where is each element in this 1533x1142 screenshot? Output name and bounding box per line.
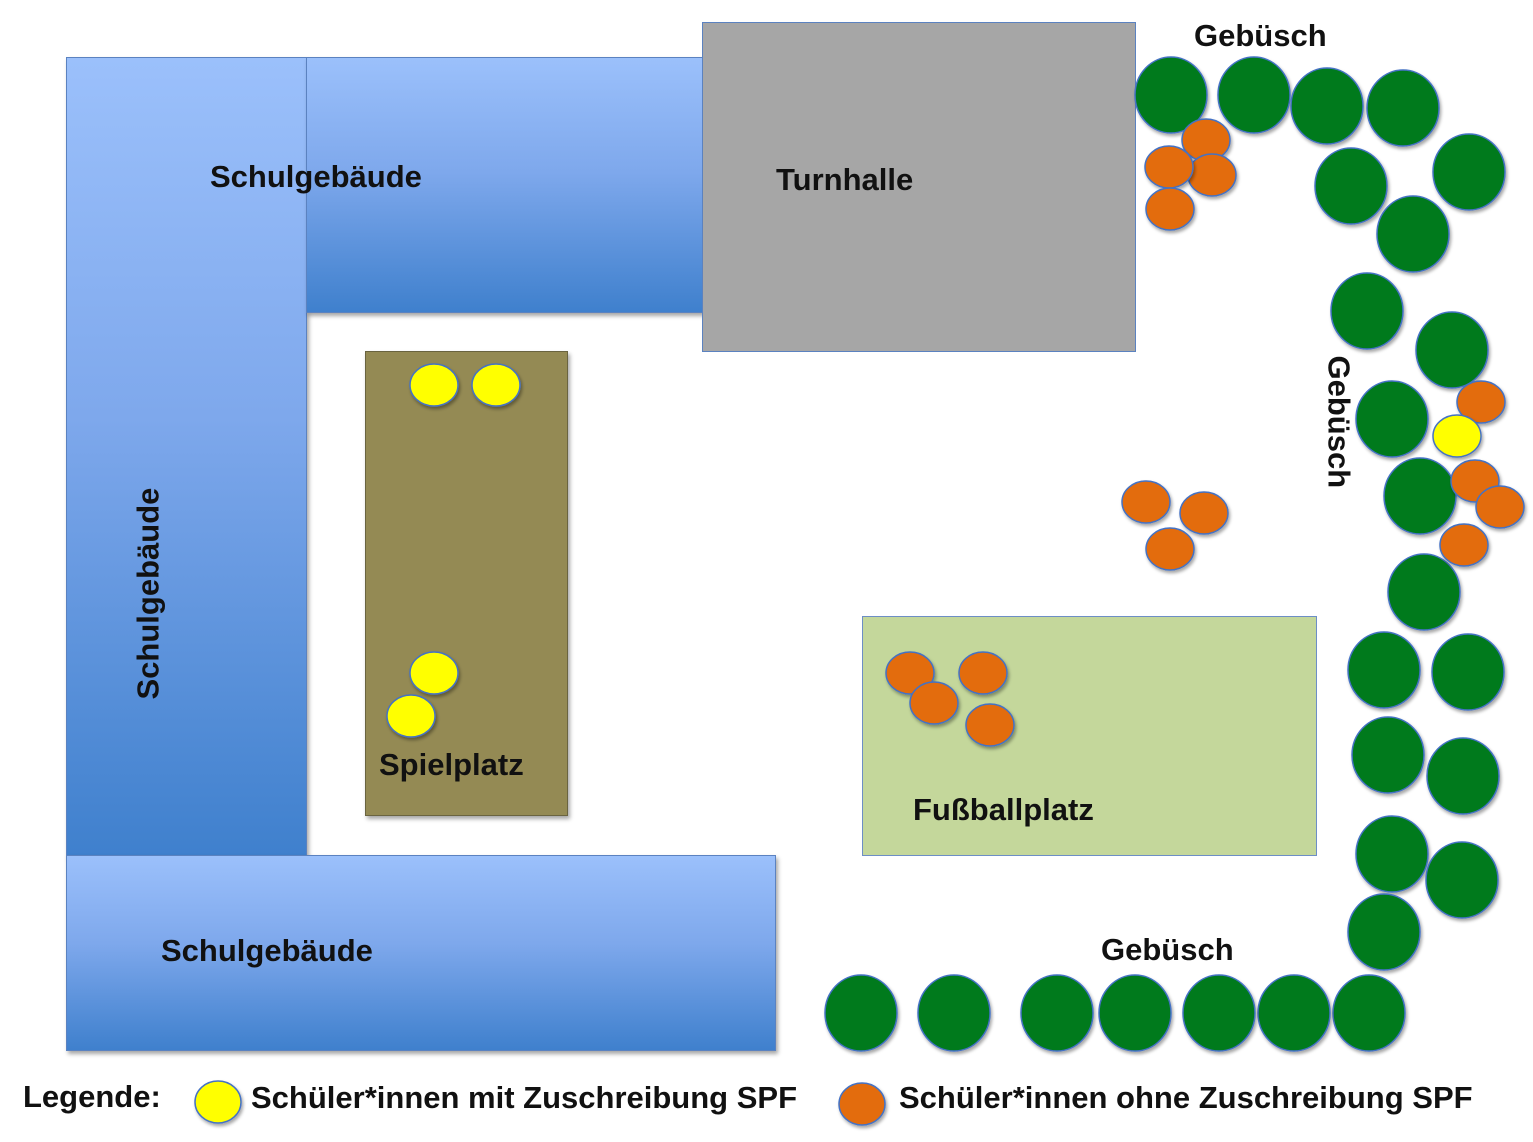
legend-markers xyxy=(194,1080,886,1126)
football-field-area xyxy=(862,616,1317,856)
student-without-spf xyxy=(1144,145,1194,189)
student-without-spf xyxy=(958,651,1008,695)
student-with-spf xyxy=(409,363,459,407)
bush xyxy=(1290,67,1364,145)
football-field-label: Fußballplatz xyxy=(913,792,1094,827)
legend-with-spf-label: Schüler*innen mit Zuschreibung SPF xyxy=(251,1080,798,1115)
bush xyxy=(1355,380,1429,458)
school-building-bottom xyxy=(66,855,776,1051)
bush xyxy=(1387,553,1461,631)
student-without-spf xyxy=(909,681,959,725)
bush xyxy=(1355,815,1429,893)
student-without-spf xyxy=(1179,491,1229,535)
student-with-spf xyxy=(1432,414,1482,458)
bush xyxy=(1347,631,1421,709)
legend-without-spf-label: Schüler*innen ohne Zuschreibung SPF xyxy=(899,1080,1473,1115)
student-without-spf xyxy=(965,703,1015,747)
student-with-spf xyxy=(386,694,436,738)
student-without-spf xyxy=(1187,153,1237,197)
legend-title: Legende: xyxy=(23,1079,161,1114)
legend-without-spf-marker xyxy=(838,1082,886,1126)
student-without-spf xyxy=(1121,480,1171,524)
school-building-left xyxy=(66,57,307,857)
bush xyxy=(1020,974,1094,1052)
student-group xyxy=(386,118,1525,747)
student-without-spf xyxy=(1439,523,1489,567)
bush xyxy=(1182,974,1256,1052)
bush xyxy=(1426,737,1500,815)
bush xyxy=(1134,56,1208,134)
bush xyxy=(1257,974,1331,1052)
bush-right-label: Gebüsch xyxy=(1321,355,1357,489)
bush xyxy=(1383,457,1457,535)
bush xyxy=(1330,272,1404,350)
bush-top-label: Gebüsch xyxy=(1194,18,1327,53)
bush xyxy=(1425,841,1499,919)
student-without-spf xyxy=(1145,527,1195,571)
bush xyxy=(1347,893,1421,971)
gym-label: Turnhalle xyxy=(776,162,914,197)
school-building-top-label: Schulgebäude xyxy=(210,159,422,194)
bush xyxy=(1432,133,1506,211)
student-without-spf xyxy=(885,651,935,695)
student-without-spf xyxy=(1145,187,1195,231)
bush xyxy=(1376,195,1450,273)
bush xyxy=(917,974,991,1052)
bush-bottom-label: Gebüsch xyxy=(1101,932,1234,967)
bush xyxy=(1366,69,1440,147)
bush-group xyxy=(824,56,1506,1052)
bush xyxy=(1314,147,1388,225)
bush xyxy=(824,974,898,1052)
bush xyxy=(1351,716,1425,794)
student-without-spf xyxy=(1456,380,1506,424)
bush xyxy=(1431,633,1505,711)
student-with-spf xyxy=(409,651,459,695)
gym-area xyxy=(702,22,1136,352)
bush xyxy=(1415,311,1489,389)
playground-label: Spielplatz xyxy=(379,747,524,782)
bush xyxy=(1332,974,1406,1052)
legend-with-spf-marker xyxy=(194,1080,242,1124)
school-building-top xyxy=(306,57,704,313)
bush xyxy=(1217,56,1291,134)
student-without-spf xyxy=(1475,485,1525,529)
student-with-spf xyxy=(471,363,521,407)
playground-area xyxy=(365,351,568,816)
school-building-bottom-label: Schulgebäude xyxy=(161,933,373,968)
bush xyxy=(1098,974,1172,1052)
school-building-left-label: Schulgebäude xyxy=(130,487,166,700)
